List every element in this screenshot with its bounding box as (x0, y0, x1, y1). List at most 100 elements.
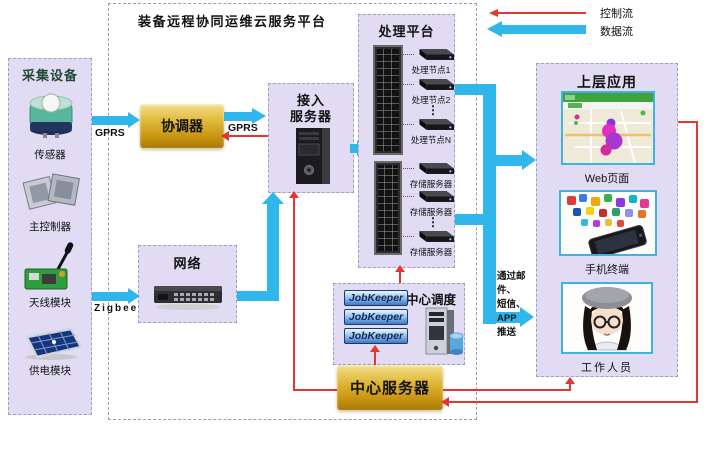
applications-header: 上层应用 (577, 74, 637, 90)
controller-chip-icon (22, 173, 80, 210)
power-module-icon (25, 327, 83, 360)
legend-control-label: 控制流 (600, 8, 633, 20)
control-apps-to-central-arrowhead-icon (441, 397, 449, 407)
control-central-to-apps-arrowhead-icon (565, 377, 575, 384)
control-central-to-jobkeeper-line (374, 351, 376, 365)
collection-devices-panel: 采集设备 传感器 主控制器 天线模块 (8, 58, 92, 415)
nodes-ellipsis: ⋮ (427, 103, 439, 117)
storage-server-icon (419, 231, 454, 242)
control-central-to-apps-vertical (569, 384, 571, 391)
rack-node-connector (403, 236, 414, 237)
control-scheduling-to-rack-line (399, 272, 401, 283)
data-network-up-arrowhead-icon (262, 192, 284, 204)
zigbee-label: Zigbee (94, 303, 139, 314)
processing-platform-panel: 处理平台 处理节点1 处理节点2 ⋮ 处理节点N 存储服务器 存储服务器 ⋮ 存… (358, 14, 455, 268)
applications-panel: 上层应用 Web页面 (536, 63, 678, 377)
network-panel: 网络 (138, 245, 237, 323)
access-server-tower-icon (296, 128, 330, 184)
platform-boundary (108, 3, 477, 420)
processing-node-label: 处理节点2 (411, 95, 451, 105)
zigbee-arrowhead-icon (128, 288, 140, 304)
data-processing-out-mid (455, 214, 483, 225)
data-trunk-vertical (483, 84, 496, 324)
web-map-image (561, 91, 655, 165)
central-scheduling-panel: 中心调度 JobKeeper JobKeeper JobKeeper (333, 283, 465, 365)
jobkeeper-box: JobKeeper (344, 328, 408, 344)
jobkeeper-label: JobKeeper (348, 292, 404, 304)
gprs-right-label: GPRS (228, 122, 258, 134)
control-scheduling-to-rack-arrowhead-icon (395, 265, 405, 272)
legend-data-arrowhead-icon (487, 21, 502, 37)
antenna-module-label: 天线模块 (29, 297, 71, 309)
storage-server-icon (419, 191, 454, 202)
processing-node-label: 处理节点N (410, 135, 452, 145)
control-apps-to-central-bottom (449, 401, 698, 403)
legend-control-arrowhead-icon (489, 9, 498, 17)
rack-node-connector (403, 54, 414, 55)
data-to-apps-bottom-arrow (496, 312, 520, 323)
processing-node-label: 处理节点1 (411, 65, 451, 75)
network-switch-icon (154, 286, 222, 310)
data-to-apps-top-arrow (496, 155, 522, 166)
data-access-to-processing-arrow (350, 144, 357, 153)
jobkeeper-label: JobKeeper (348, 311, 404, 323)
staff-label: 工作人员 (581, 362, 633, 374)
gprs-left-arrowhead-icon (128, 112, 140, 128)
coordinator-label: 协调器 (161, 118, 203, 134)
diagram-title: 装备远程协同运维云服务平台 (138, 14, 327, 29)
data-network-up-horizontal (237, 291, 279, 301)
processing-rack-icon (373, 45, 403, 155)
control-central-to-jobkeeper-arrowhead-icon (370, 345, 380, 352)
sensor-label: 传感器 (34, 149, 66, 161)
storage-server-icon (419, 163, 454, 174)
network-label: 网络 (173, 256, 202, 271)
push-note: 通过邮件、 短信、APP 推送 (497, 270, 543, 340)
data-to-apps-bottom-arrowhead-icon (520, 307, 534, 327)
jobkeeper-box: JobKeeper (344, 290, 408, 306)
access-server-label-line1: 接入 (296, 93, 325, 108)
rack-node-connector (403, 196, 414, 197)
web-page-label: Web页面 (584, 173, 630, 185)
zigbee-arrow (92, 292, 128, 301)
staff-image (561, 282, 653, 354)
gprs-right-arrowhead-icon (252, 108, 266, 124)
push-note-line3: 推送 (497, 327, 517, 338)
access-server-panel: 接入 服务器 (268, 83, 354, 193)
coordinator-box: 协调器 (140, 104, 224, 148)
rack-node-connector (403, 168, 414, 169)
central-server-label: 中心服务器 (349, 380, 430, 397)
legend-data-label: 数据流 (600, 26, 633, 38)
collection-header: 采集设备 (21, 68, 78, 83)
storage-server-label: 存储服务器 (409, 247, 453, 257)
storage-rack-icon (374, 161, 402, 255)
mobile-terminal-label: 手机终端 (585, 264, 629, 276)
control-access-to-coordinator-arrowhead-icon (221, 131, 229, 141)
jobkeeper-box: JobKeeper (344, 309, 408, 325)
central-server-box: 中心服务器 (337, 365, 443, 410)
controller-label: 主控制器 (29, 221, 71, 233)
access-server-label-line2: 服务器 (289, 109, 332, 124)
storage-ellipsis: ⋮ (427, 215, 439, 229)
antenna-module-icon (24, 242, 74, 290)
data-processing-out-top (455, 84, 485, 95)
processing-node-icon (419, 119, 454, 130)
control-central-to-access-arrowhead-icon (289, 191, 299, 198)
scheduling-server-icon (425, 307, 464, 355)
control-access-to-coordinator-line (229, 135, 268, 137)
rack-node-connector (403, 84, 414, 85)
power-module-label: 供电模块 (29, 365, 71, 377)
control-central-to-access-horizontal (293, 389, 337, 391)
jobkeeper-label: JobKeeper (348, 330, 404, 342)
processing-node-icon (419, 79, 454, 90)
legend-control-line (498, 12, 586, 14)
control-apps-to-central-vertical (696, 121, 698, 402)
gprs-left-label: GPRS (95, 127, 125, 139)
push-note-line2: 短信、APP (497, 299, 526, 324)
control-central-to-access-vertical (293, 197, 295, 390)
legend-data-line (502, 25, 586, 34)
data-to-apps-top-arrowhead-icon (522, 150, 536, 170)
gprs-left-arrow (92, 116, 128, 125)
control-central-to-apps-horizontal (443, 389, 571, 391)
storage-server-label: 存储服务器 (409, 179, 453, 189)
